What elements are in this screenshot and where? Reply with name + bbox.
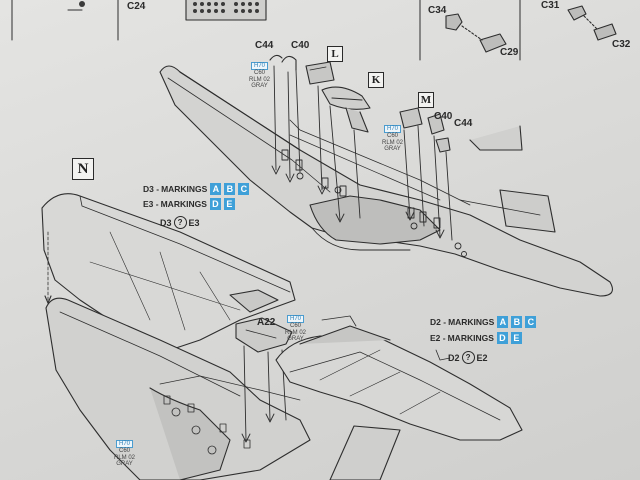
subassembly-m-box: M: [418, 92, 434, 108]
paint-callout-4: H70 C60 RLM 02 GRAY: [114, 440, 136, 467]
marking-letter-d: D: [496, 332, 508, 344]
marking-letter-a: A: [497, 316, 509, 328]
part-label-c44-top: C44: [255, 40, 274, 51]
question-mark-icon: ?: [461, 351, 475, 364]
marking-letter-c: C: [238, 183, 250, 195]
part-label-c44-mid: C44: [454, 118, 473, 129]
marking-letter-d: D: [209, 198, 221, 210]
paint-callout-3: H70 C60 RLM 02 GRAY: [285, 315, 307, 342]
part-label-c29: C29: [500, 47, 519, 58]
marking-letter-e: E: [510, 332, 522, 344]
question-mark-icon: ?: [173, 216, 187, 229]
part-label-c40-top: C40: [291, 40, 310, 51]
part-label-c24: C24: [127, 1, 146, 12]
marking-letter-a: A: [210, 183, 222, 195]
part-label-c32: C32: [612, 39, 631, 50]
paint-callout-2: H70 C60 RLM 02 GRAY: [382, 125, 404, 152]
subassembly-l-box: L: [327, 46, 343, 62]
option-d3-e3: D3 ? E3: [160, 216, 200, 229]
option-d2-e2: D2 ? E2: [448, 351, 488, 364]
part-label-c34: C34: [428, 5, 447, 16]
paint-callout-1: H70 C60 RLM 02 GRAY: [249, 62, 271, 89]
marking-letter-c: C: [525, 316, 537, 328]
part-label-c31: C31: [541, 0, 560, 11]
marking-letter-e: E: [223, 198, 235, 210]
subassembly-k-box: K: [368, 72, 384, 88]
marking-letter-b: B: [511, 316, 523, 328]
marking-letter-b: B: [224, 183, 236, 195]
part-label-a22: A22: [257, 317, 276, 328]
subassembly-n-box: N: [72, 158, 94, 180]
part-label-c40-mid: C40: [434, 111, 453, 122]
